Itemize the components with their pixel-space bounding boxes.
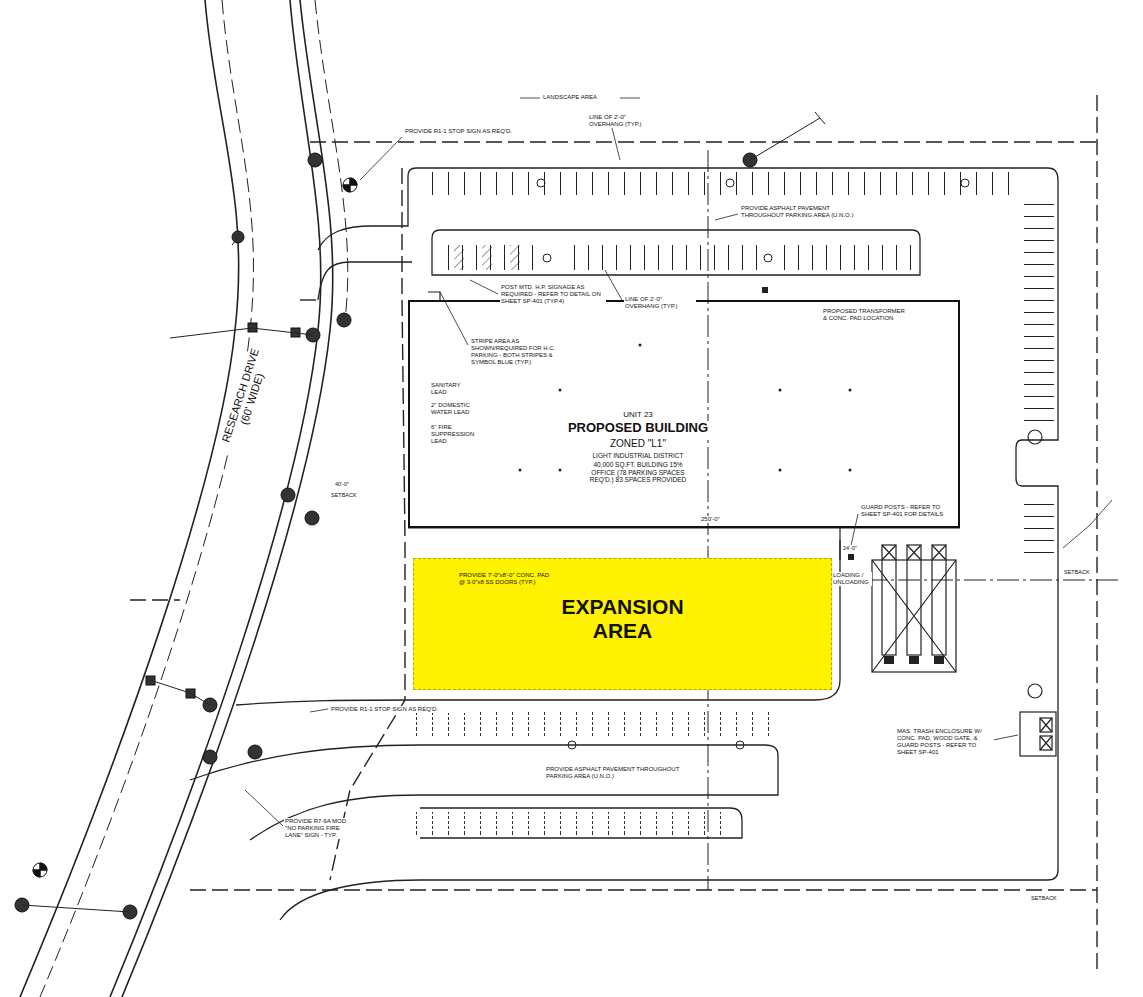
plan-note: 6" FIRE SUPPRESSION LEAD bbox=[430, 424, 480, 445]
street-name: RESEARCH DRIVE (60' WIDE) bbox=[217, 340, 275, 454]
plan-note: SETBACK bbox=[1063, 569, 1091, 575]
plan-note: 2" DOMESTIC WATER LEAD bbox=[430, 402, 480, 416]
plan-note: 24'-0" bbox=[842, 545, 858, 551]
plan-note: MAS. TRASH ENCLOSURE W/ CONC. PAD, WOOD … bbox=[896, 728, 994, 756]
plan-note: PROPOSED TRANSFORMER & CONC. PAD LOCATIO… bbox=[822, 308, 906, 322]
plan-note: SANITARY LEAD bbox=[430, 382, 474, 396]
plan-note: PROVIDE ASPHALT PAVEMENT THROUGHOUT PARK… bbox=[740, 205, 862, 219]
plan-note: LINE OF 2'-0" OVERHANG (TYP.) bbox=[588, 114, 652, 128]
area-title: EXPANSION AREA bbox=[538, 595, 708, 643]
building-text: 40,000 SQ.FT. BUILDING 15% OFFICE (78 PA… bbox=[580, 461, 696, 483]
plan-note: GUARD POSTS - REFER TO SHEET SP-401 FOR … bbox=[860, 504, 954, 518]
building-text: ZONED "L1" bbox=[608, 438, 668, 450]
plan-note: SETBACK bbox=[1030, 895, 1058, 901]
plan-note: 250'-0" bbox=[700, 516, 721, 523]
plan-note: 40'-0" bbox=[334, 481, 350, 487]
plan-note: PROVIDE 7'-0"x8'-0" CONC. PAD @ 3-0"x8 S… bbox=[458, 572, 555, 586]
building-text: UNIT 23 bbox=[621, 410, 655, 419]
plan-note: PROVIDE ASPHALT PAVEMENT THROUGHOUT PARK… bbox=[545, 766, 697, 780]
building-footprint: UNIT 23 PROPOSED BUILDING ZONED "L1" LIGHT … bbox=[408, 300, 960, 528]
plan-note: SETBACK bbox=[330, 492, 358, 498]
plan-note: POST MTD. H.P. SIGNAGE AS REQUIRED - REF… bbox=[500, 284, 606, 305]
plan-note: PROVIDE R7-9A MOD "NO PARKING FIRE LANE"… bbox=[284, 818, 348, 839]
building-text: LIGHT INDUSTRIAL DISTRICT bbox=[590, 452, 685, 459]
plan-note: LOADING / UNLOADING bbox=[832, 572, 872, 586]
building-text: PROPOSED BUILDING bbox=[566, 421, 710, 436]
plan-note: PROVIDE R1-1 STOP SIGN AS REQ'D. bbox=[404, 128, 536, 135]
plan-note: PROVIDE R1-1 STOP SIGN AS REQ'D. bbox=[330, 706, 472, 713]
plan-note: LINE OF 2'-0" OVERHANG (TYP.) bbox=[624, 296, 696, 310]
plan-note: LANDSCAPE AREA bbox=[542, 94, 598, 101]
plan-note: STRIPE AREA AS SHOWN/REQUIRED FOR H.C. P… bbox=[470, 338, 572, 366]
